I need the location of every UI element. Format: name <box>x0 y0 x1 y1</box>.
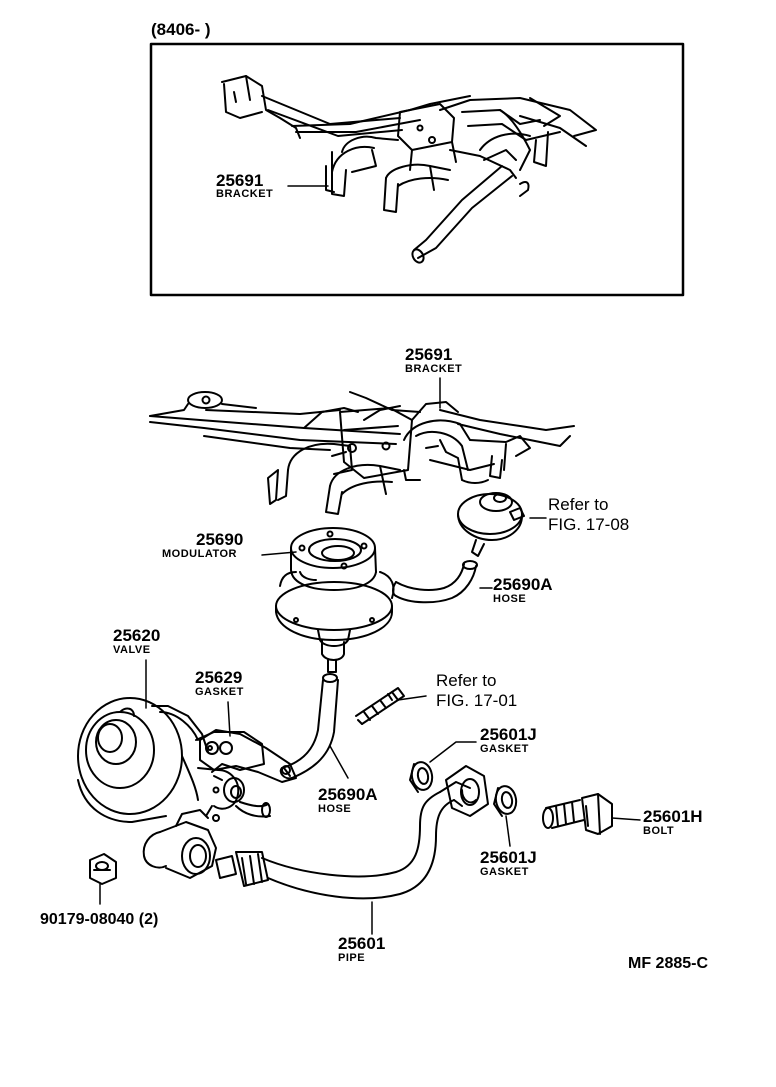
ref-1708-line1: Refer to <box>548 495 609 514</box>
bolt-leader <box>611 817 641 821</box>
modulator-number: 25690 <box>196 530 244 549</box>
bracket-number: 25691 <box>405 345 453 364</box>
valve-name: VALVE <box>113 644 151 656</box>
pipe-name: PIPE <box>338 952 366 964</box>
hose-a-name: HOSE <box>493 593 527 605</box>
gasket-leader <box>227 701 231 737</box>
gasket-j-lower-leader <box>505 815 511 847</box>
hose-lower-name: HOSE <box>318 803 352 815</box>
ref-1708-line2: FIG. 17-08 <box>548 515 630 534</box>
gasket-drawing <box>199 729 297 783</box>
hose-a-number: 25690A <box>493 575 553 594</box>
hose-lower-number: 25690A <box>318 785 378 804</box>
gasket-j-upper-name: GASKET <box>480 743 529 755</box>
bolt-name: BOLT <box>643 825 675 837</box>
ref-1701-leader <box>397 695 427 701</box>
gasket-j-upper-drawing <box>409 761 434 793</box>
pipe-drawing <box>215 765 489 900</box>
ref-1701-line1: Refer to <box>436 671 497 690</box>
diagram-code: MF 2885-C <box>628 955 709 972</box>
hose-upper-drawing <box>392 560 478 604</box>
nut-number: 90179-08040 (2) <box>40 911 159 928</box>
bolt-number: 25601H <box>643 807 703 826</box>
pipe-number: 25601 <box>338 934 386 953</box>
bolt-drawing <box>542 793 613 835</box>
gasket-j-upper-number: 25601J <box>480 725 537 744</box>
modulator-name: MODULATOR <box>162 548 237 560</box>
valve-number: 25620 <box>113 626 161 645</box>
valve-drawing <box>77 697 271 879</box>
main-bracket-drawing <box>149 391 575 515</box>
hose-lower-leader <box>329 745 349 779</box>
bracket-name: BRACKET <box>405 363 463 375</box>
inset-bracket-number: 25691 <box>216 171 264 190</box>
modulator-leader <box>261 551 297 556</box>
vacuum-sensor-drawing <box>457 492 525 557</box>
inset-bracket-drawing <box>221 75 597 264</box>
nut-drawing <box>89 853 117 885</box>
ref-1701-line2: FIG. 17-01 <box>436 691 518 710</box>
gasket-j-lower-name: GASKET <box>480 866 529 878</box>
gasket-valve-name: GASKET <box>195 686 244 698</box>
gasket-j-lower-drawing <box>493 785 518 817</box>
inset-date-range: (8406- ) <box>151 20 211 39</box>
gasket-valve-number: 25629 <box>195 668 243 687</box>
gasket-j-upper-leader <box>429 741 477 763</box>
gasket-j-lower-number: 25601J <box>480 848 537 867</box>
modulator-drawing <box>275 527 395 673</box>
inset-frame <box>149 42 685 297</box>
stud-drawing <box>355 687 405 725</box>
inset-bracket-name: BRACKET <box>216 188 274 200</box>
